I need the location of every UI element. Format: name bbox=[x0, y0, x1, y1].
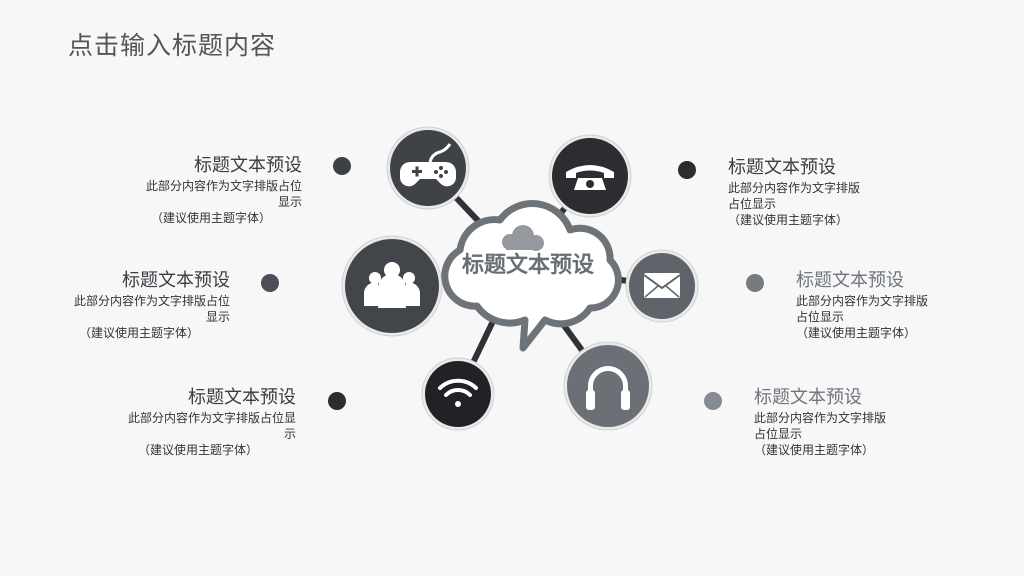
node-headphones bbox=[563, 341, 653, 431]
text-block-right-1: 标题文本预设 此部分内容作为文字排版 占位显示 （建议使用主题字体） bbox=[728, 157, 898, 228]
marker-dot-left-1 bbox=[333, 157, 351, 175]
center-cloud-icon bbox=[502, 225, 544, 251]
block-title: 标题文本预设 bbox=[188, 387, 296, 408]
node-gamepad bbox=[386, 126, 470, 210]
node-mail bbox=[625, 249, 699, 323]
block-note: （建议使用主题字体） bbox=[728, 213, 849, 227]
block-body-cont: 占位显示 bbox=[754, 427, 803, 441]
phone-icon bbox=[566, 165, 614, 190]
block-body-cont: 显示 bbox=[277, 195, 302, 209]
block-body: 此部分内容作为文字排版 bbox=[754, 411, 887, 425]
block-body: 此部分内容作为文字排版占位显 bbox=[127, 411, 296, 425]
text-block-right-3: 标题文本预设 此部分内容作为文字排版 占位显示 （建议使用主题字体） bbox=[754, 387, 924, 458]
marker-dot-left-2 bbox=[261, 274, 279, 292]
marker-dot-right-3 bbox=[704, 392, 722, 410]
block-title: 标题文本预设 bbox=[122, 270, 230, 291]
mail-icon bbox=[643, 273, 681, 298]
center-cloud: 标题文本预设 bbox=[441, 200, 622, 352]
block-note: （建议使用主题字体） bbox=[150, 211, 271, 225]
block-body-cont: 显示 bbox=[205, 310, 230, 324]
node-wifi-disc bbox=[425, 361, 491, 427]
block-title: 标题文本预设 bbox=[796, 270, 904, 291]
marker-dot-left-3 bbox=[328, 392, 346, 410]
text-block-left-3: 标题文本预设 此部分内容作为文字排版占位显 示 （建议使用主题字体） bbox=[100, 387, 296, 458]
wifi-icon bbox=[438, 378, 478, 407]
slide-title: 点击输入标题内容 bbox=[68, 31, 277, 60]
text-block-left-1: 标题文本预设 此部分内容作为文字排版占位 显示 （建议使用主题字体） bbox=[120, 155, 302, 226]
marker-dot-right-2 bbox=[746, 274, 764, 292]
block-title: 标题文本预设 bbox=[194, 155, 302, 176]
marker-dot-right-1 bbox=[678, 161, 696, 179]
node-headphones-disc bbox=[567, 345, 649, 427]
block-note: （建议使用主题字体） bbox=[796, 326, 917, 340]
text-block-left-2: 标题文本预设 此部分内容作为文字排版占位 显示 （建议使用主题字体） bbox=[48, 270, 230, 341]
center-label: 标题文本预设 bbox=[462, 252, 594, 278]
block-body: 此部分内容作为文字排版占位 bbox=[145, 179, 302, 193]
block-note: （建议使用主题字体） bbox=[754, 443, 875, 457]
block-title: 标题文本预设 bbox=[754, 387, 862, 408]
block-body: 此部分内容作为文字排版占位 bbox=[73, 294, 230, 308]
block-body-cont: 占位显示 bbox=[796, 310, 845, 324]
node-phone bbox=[548, 134, 632, 218]
block-body: 此部分内容作为文字排版 bbox=[728, 181, 861, 195]
block-body-cont: 占位显示 bbox=[728, 197, 777, 211]
block-body-cont: 示 bbox=[283, 427, 296, 441]
node-phone-disc bbox=[552, 138, 628, 214]
gamepad-icon bbox=[400, 143, 456, 187]
node-users bbox=[341, 235, 443, 337]
block-note: （建议使用主题字体） bbox=[137, 443, 258, 457]
headphones-icon bbox=[586, 366, 630, 410]
block-note: （建议使用主题字体） bbox=[78, 326, 199, 340]
block-title: 标题文本预设 bbox=[728, 157, 836, 178]
text-block-right-2: 标题文本预设 此部分内容作为文字排版 占位显示 （建议使用主题字体） bbox=[796, 270, 966, 341]
block-body: 此部分内容作为文字排版 bbox=[796, 294, 929, 308]
users-icon bbox=[364, 262, 420, 308]
node-wifi bbox=[421, 357, 495, 431]
